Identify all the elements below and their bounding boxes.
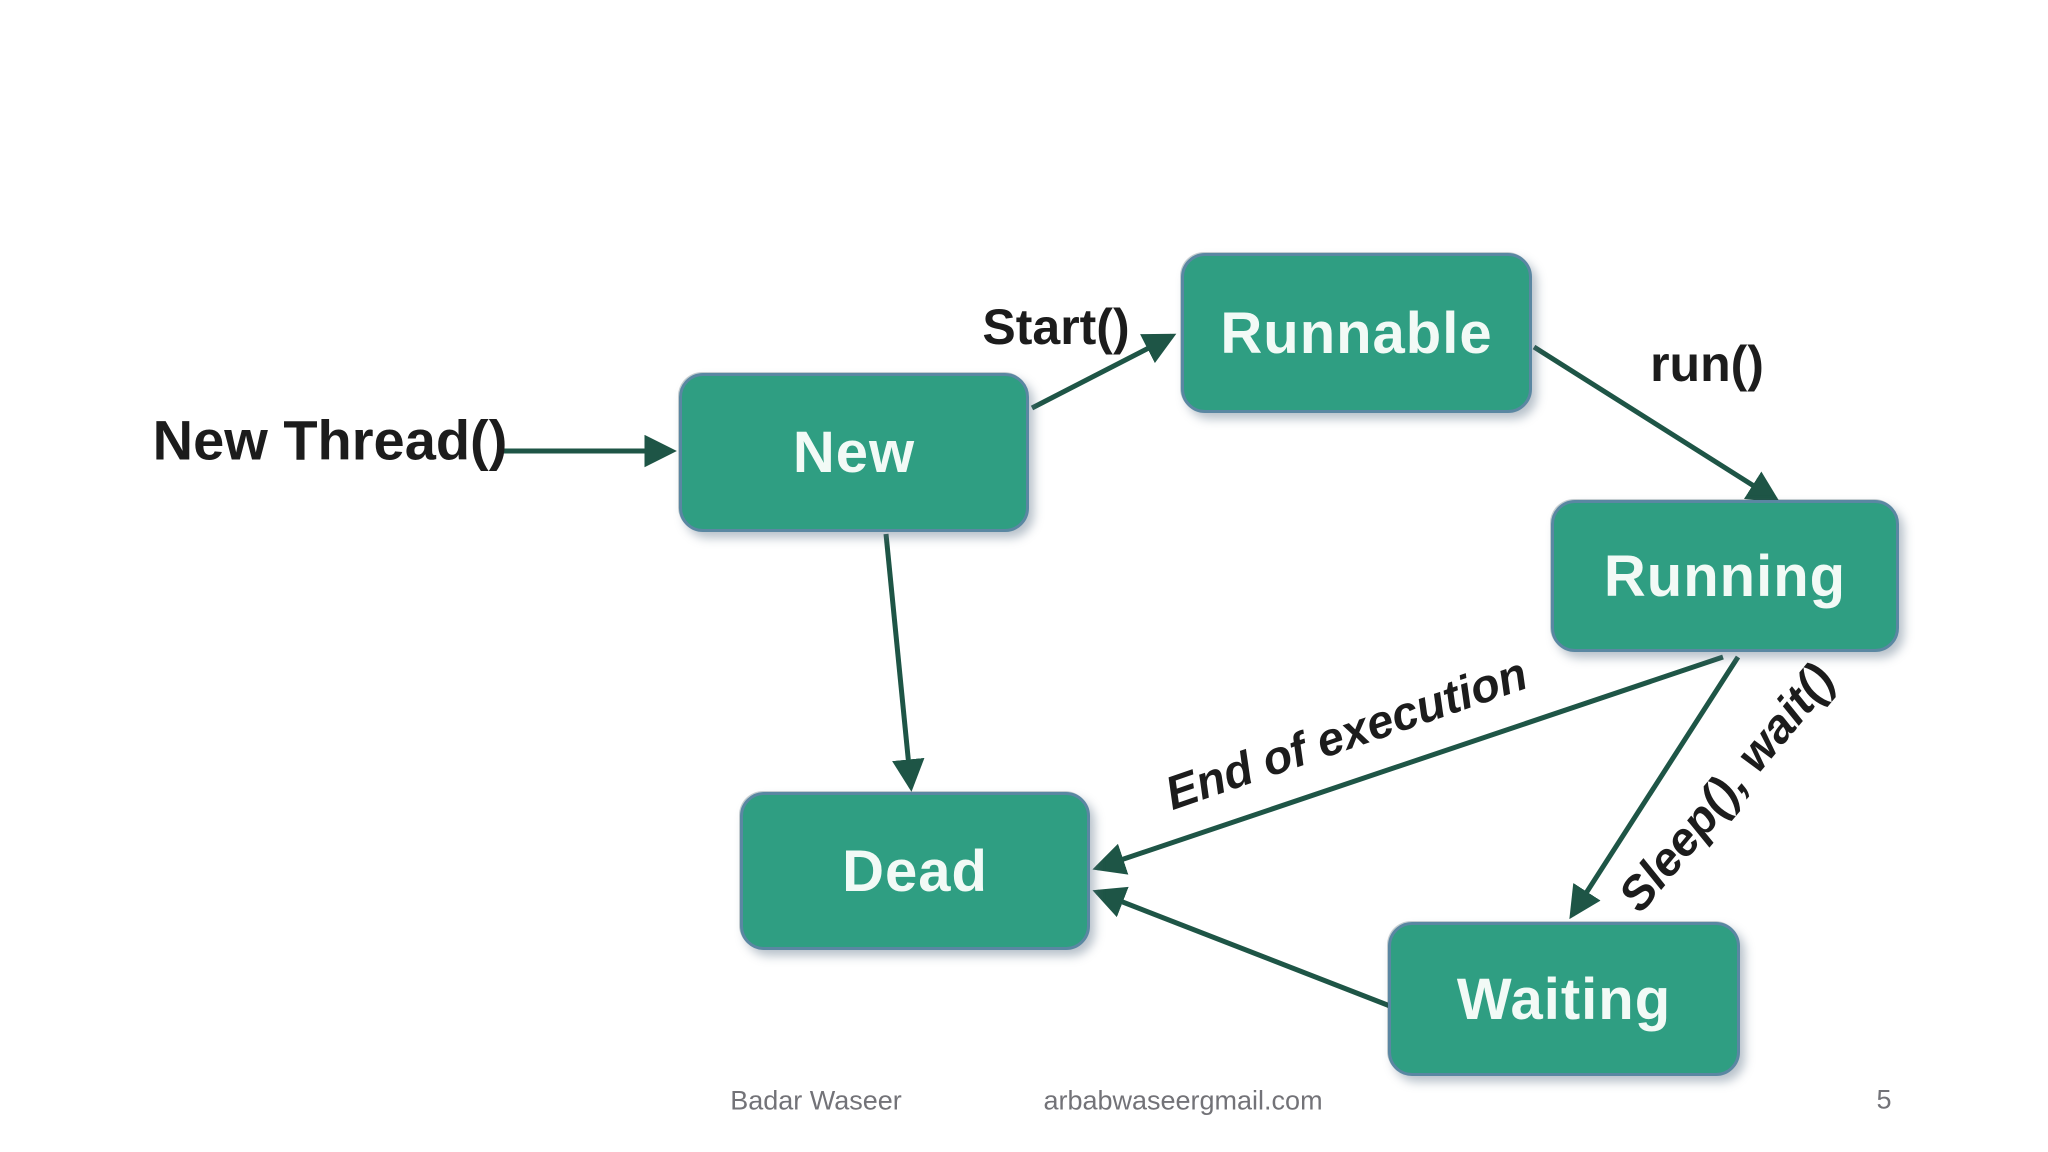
state-label-dead: Dead (842, 838, 988, 904)
state-label-running: Running (1603, 543, 1847, 609)
arrow-new-to-runnable (1030, 333, 1177, 411)
label-start: Start() (982, 299, 1130, 355)
arrow-new-to-dead (883, 533, 925, 792)
label-new-thread: New Thread() (152, 408, 508, 472)
footer-page-number: 5 (1876, 1084, 1892, 1115)
footer-author: Badar Waseer (730, 1085, 902, 1116)
label-run: run() (1650, 336, 1764, 392)
arrow-waiting-to-dead (1092, 886, 1391, 1009)
state-box-new: New (679, 373, 1029, 532)
footer-email: arbabwaseergmail.com (1043, 1085, 1323, 1116)
state-label-runnable: Runnable (1220, 300, 1493, 366)
arrow-running-to-dead (1092, 654, 1724, 875)
state-box-waiting: Waiting (1388, 922, 1740, 1076)
state-box-dead: Dead (740, 792, 1090, 950)
arrow-running-to-waiting (1569, 655, 1741, 920)
arrow-runnable-to-running (1532, 344, 1781, 503)
state-label-new: New (792, 420, 916, 485)
state-box-running: Running (1551, 500, 1899, 652)
state-label-waiting: Waiting (1456, 966, 1672, 1032)
state-box-runnable: Runnable (1181, 253, 1532, 413)
